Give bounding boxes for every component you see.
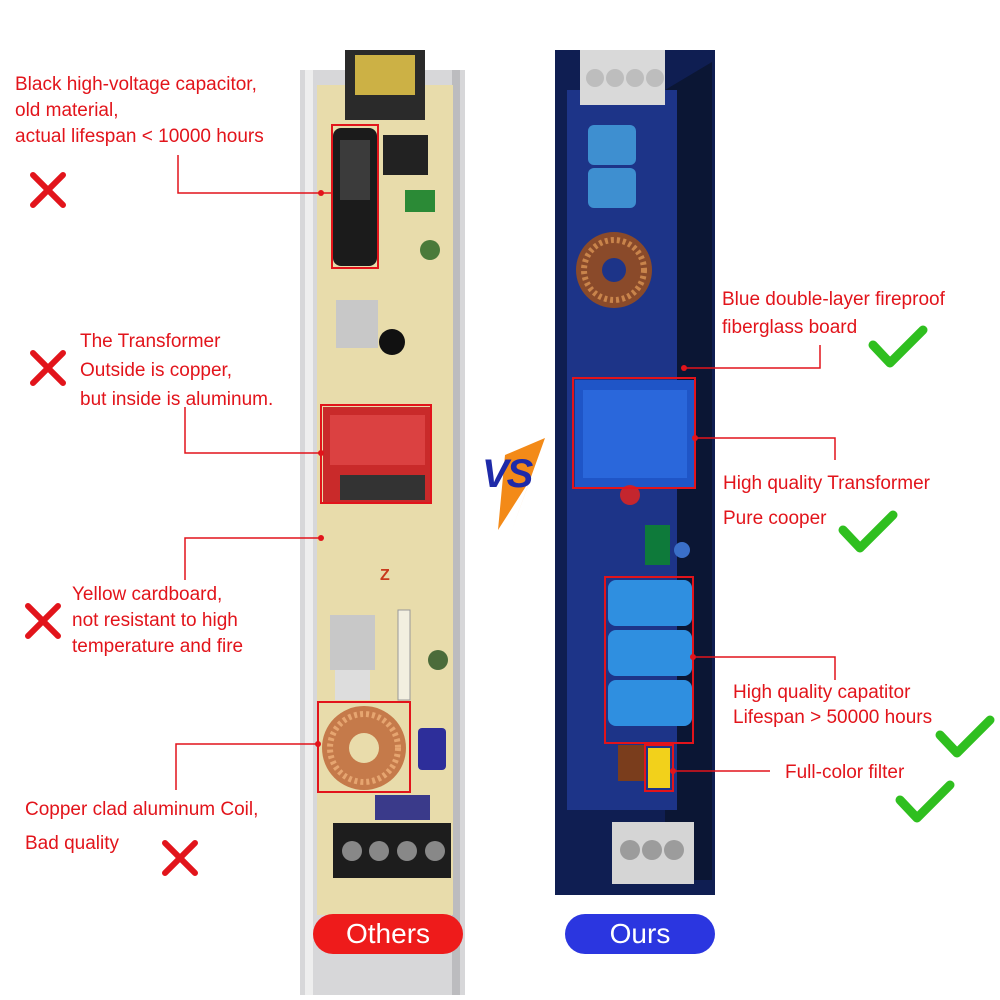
cross-icon bbox=[30, 350, 66, 386]
highlight-blue-transformer-box bbox=[572, 377, 696, 489]
check-icon bbox=[895, 780, 955, 823]
check-icon bbox=[935, 715, 995, 758]
transformer-line-3: but inside is aluminum. bbox=[80, 389, 274, 410]
board-feature-text: Blue double-layer fireproof fiberglass b… bbox=[722, 286, 945, 342]
cardboard-line-2: not resistant to high bbox=[72, 610, 238, 631]
cardboard-warning-text: Yellow cardboard, not resistant to high … bbox=[72, 582, 243, 660]
others-label-button: Others bbox=[313, 914, 463, 954]
capacitor-warning-text: Black high-voltage capacitor, old materi… bbox=[15, 72, 264, 150]
cross-icon bbox=[25, 603, 61, 639]
capacitor-line-3: actual lifespan < 10000 hours bbox=[15, 126, 264, 147]
ours-power-supply bbox=[555, 50, 715, 895]
filter-feature-text: Full-color filter bbox=[785, 760, 904, 786]
vs-logo bbox=[498, 438, 545, 530]
coil-line-1: Copper clad aluminum Coil, bbox=[25, 799, 259, 820]
transformer-feature-text: High quality Transformer Pure cooper bbox=[723, 466, 930, 536]
cardboard-line-1: Yellow cardboard, bbox=[72, 584, 223, 605]
board-line-1: Blue double-layer fireproof bbox=[722, 289, 945, 310]
blue-capacitor bbox=[608, 580, 692, 626]
capacitor-line-2: old material, bbox=[15, 100, 119, 121]
transformer-feature-line-1: High quality Transformer bbox=[723, 473, 930, 494]
board-line-2: fiberglass board bbox=[722, 317, 858, 338]
cardboard-line-3: temperature and fire bbox=[72, 636, 244, 657]
vs-text: VS bbox=[482, 452, 533, 496]
others-power-supply: Z bbox=[300, 50, 465, 995]
capacitor-feature-line-1: High quality capatitor bbox=[733, 682, 911, 703]
filter-line-1: Full-color filter bbox=[785, 762, 905, 783]
transformer-line-2: Outside is copper, bbox=[80, 360, 233, 381]
highlight-capacitor-box bbox=[331, 124, 379, 269]
transformer-warning-text: The Transformer Outside is copper, but i… bbox=[80, 327, 273, 414]
check-icon bbox=[838, 510, 898, 553]
transformer-feature-line-2: Pure cooper bbox=[723, 508, 827, 529]
capacitor-feature-text: High quality capatitor Lifespan > 50000 … bbox=[733, 680, 932, 730]
filter-capacitor bbox=[648, 748, 670, 788]
cross-icon bbox=[30, 172, 66, 208]
cross-icon bbox=[162, 840, 198, 876]
transformer-line-1: The Transformer bbox=[80, 331, 221, 352]
ours-label-button: Ours bbox=[565, 914, 715, 954]
check-icon bbox=[868, 325, 928, 368]
coil-warning-text: Copper clad aluminum Coil, Bad quality bbox=[25, 793, 258, 861]
capacitor-line-1: Black high-voltage capacitor, bbox=[15, 74, 257, 95]
svg-text:Z: Z bbox=[380, 567, 390, 584]
coil-line-2: Bad quality bbox=[25, 833, 120, 854]
capacitor-feature-line-2: Lifespan > 50000 hours bbox=[733, 707, 933, 728]
